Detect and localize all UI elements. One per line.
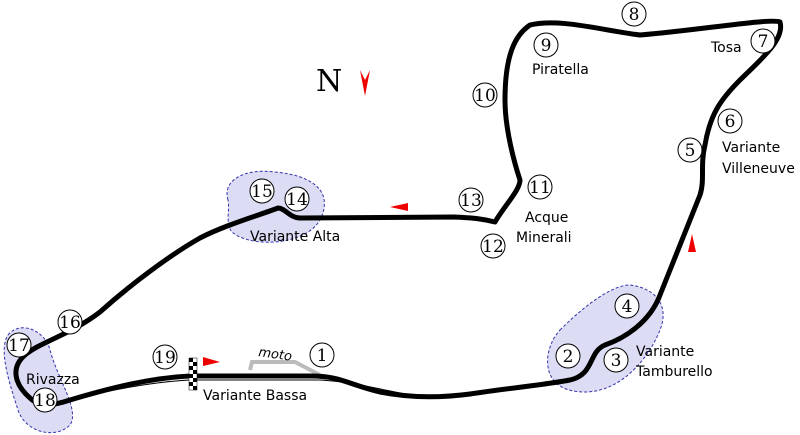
corner-circle <box>614 293 640 319</box>
direction-arrows <box>203 70 696 366</box>
label-tamburello-2: Tamburello <box>635 364 713 380</box>
corner-circle <box>533 32 559 58</box>
corner-marker: 16 <box>57 309 83 335</box>
north-arrow-icon <box>360 70 370 96</box>
corner-marker: 13 <box>458 187 484 213</box>
label-villeneuve-2: Villeneuve <box>722 161 795 177</box>
corner-marker: 5 <box>677 137 703 163</box>
corner-number: 7 <box>758 32 769 52</box>
corner-marker: 2 <box>555 343 581 369</box>
label-acque-1: Acque <box>525 210 568 226</box>
corner-circle <box>527 174 553 200</box>
corner-marker: 19 <box>152 344 178 370</box>
corner-number: 1 <box>317 346 328 366</box>
corner-number: 17 <box>8 336 30 356</box>
north-label: N <box>316 64 342 99</box>
corner-number: 3 <box>611 351 622 371</box>
corner-circle <box>480 233 506 259</box>
corner-number: 5 <box>685 141 696 161</box>
corner-number: 11 <box>529 178 551 198</box>
corner-circle <box>458 187 484 213</box>
corner-circle <box>152 344 178 370</box>
corner-number: 9 <box>541 36 552 56</box>
corner-number: 13 <box>460 191 482 211</box>
corner-marker: 7 <box>750 28 776 54</box>
corner-marker: 10 <box>472 82 498 108</box>
corner-marker: 17 <box>6 332 32 358</box>
corner-circle <box>472 82 498 108</box>
corner-circle <box>309 342 335 368</box>
corner-marker: 9 <box>533 32 559 58</box>
arrow-tamburello-icon <box>688 234 696 252</box>
corner-circle <box>284 186 310 212</box>
corner-marker: 11 <box>527 174 553 200</box>
corner-circle <box>677 137 703 163</box>
corner-circle <box>32 387 58 413</box>
corner-number: 10 <box>474 86 496 106</box>
corner-marker: 1 <box>309 342 335 368</box>
corner-circle <box>750 28 776 54</box>
corner-marker: 15 <box>249 178 275 204</box>
corner-marker: 18 <box>32 387 58 413</box>
corner-circle <box>603 347 629 373</box>
corner-number: 2 <box>563 347 574 367</box>
label-variante-bassa: Variante Bassa <box>203 388 307 404</box>
corner-circle <box>621 1 647 27</box>
label-variante-alta: Variante Alta <box>250 229 340 245</box>
corner-number: 15 <box>251 182 273 202</box>
label-villeneuve-1: Variante <box>722 140 780 156</box>
corner-number: 18 <box>34 391 56 411</box>
start-finish-line <box>188 357 198 391</box>
corner-number: 14 <box>286 190 308 210</box>
corner-number: 8 <box>629 5 640 25</box>
corner-marker: 3 <box>603 347 629 373</box>
corner-number: 4 <box>622 297 633 317</box>
corner-marker: 8 <box>621 1 647 27</box>
corner-number: 16 <box>59 313 81 333</box>
label-acque-2: Minerali <box>516 230 572 246</box>
corner-number: 19 <box>154 348 176 368</box>
corner-circle <box>249 178 275 204</box>
corner-number: 12 <box>482 237 504 257</box>
corner-circle <box>57 309 83 335</box>
moto-variant-line <box>248 360 321 377</box>
corner-circle <box>6 332 32 358</box>
corner-circle <box>555 343 581 369</box>
corner-number: 6 <box>725 112 736 132</box>
label-tamburello-1: Variante <box>636 344 694 360</box>
corner-circle <box>717 108 743 134</box>
label-rivazza: Rivazza <box>26 372 80 388</box>
corner-marker: 4 <box>614 293 640 319</box>
label-moto: moto <box>257 345 292 365</box>
corner-marker: 12 <box>480 233 506 259</box>
label-piratella: Piratella <box>532 62 589 78</box>
corner-marker: 14 <box>284 186 310 212</box>
arrow-start-icon <box>203 357 220 366</box>
label-tosa: Tosa <box>710 40 742 56</box>
corner-marker: 6 <box>717 108 743 134</box>
arrow-back-straight-icon <box>390 203 408 211</box>
